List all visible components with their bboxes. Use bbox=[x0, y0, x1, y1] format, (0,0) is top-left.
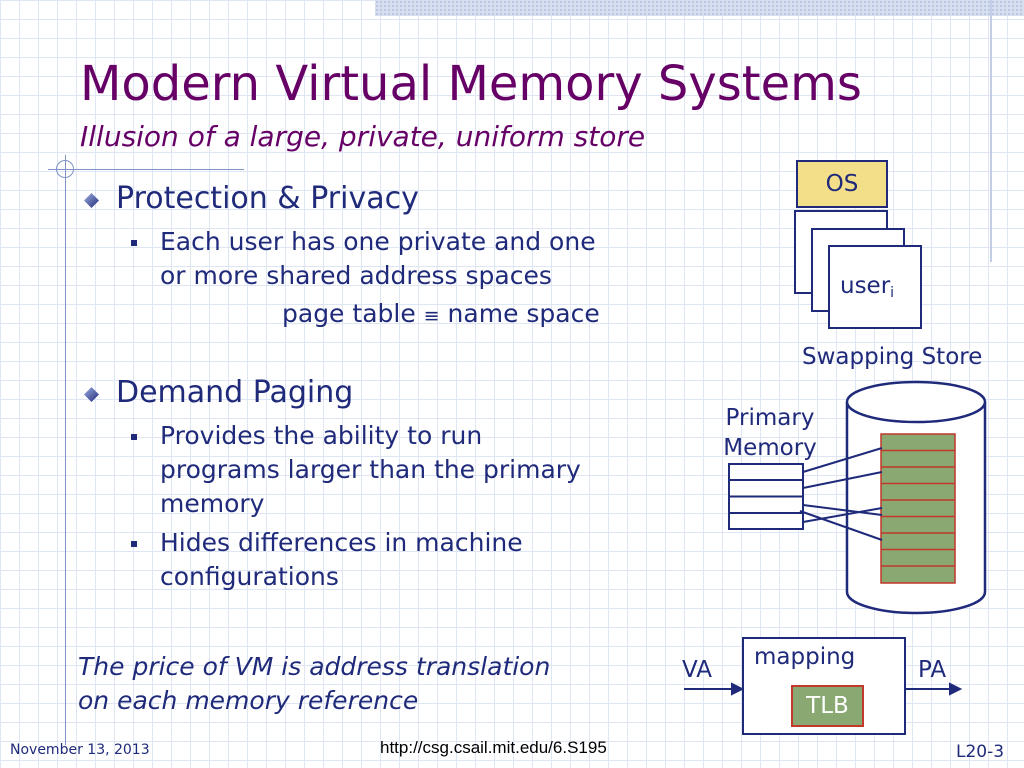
vm-cost-footnote: The price of VM is address translation o… bbox=[78, 652, 551, 715]
diamond-bullet-icon bbox=[84, 193, 99, 208]
va-label: VA bbox=[682, 657, 712, 683]
page-table-note: page table ≡ name space bbox=[282, 299, 600, 328]
user-space-box-front: useri bbox=[828, 245, 922, 329]
footer-date: November 13, 2013 bbox=[10, 742, 150, 758]
user-subscript: i bbox=[890, 285, 895, 302]
va-arrow-head bbox=[731, 682, 745, 696]
pa-arrow-head bbox=[949, 682, 963, 696]
slide-title: Modern Virtual Memory Systems bbox=[80, 56, 862, 112]
mapping-label: mapping bbox=[754, 644, 856, 670]
user-label: user bbox=[840, 273, 891, 299]
sub-bullet-address-spaces: Each user has one private and one or mor… bbox=[160, 227, 596, 290]
sub-bullet-machine-configs: Hides differences in machine configurati… bbox=[160, 528, 523, 591]
square-bullet-icon bbox=[131, 240, 137, 246]
square-bullet-icon bbox=[131, 541, 137, 547]
slide-subtitle: Illusion of a large, private, uniform st… bbox=[80, 120, 646, 153]
top-decor-band bbox=[375, 0, 1024, 16]
primary-memory-label: Primary Memory bbox=[723, 405, 817, 461]
tlb-box: TLB bbox=[791, 685, 864, 727]
disk-pages-stack bbox=[880, 433, 956, 584]
sub-bullet-larger-programs: Provides the ability to run programs lar… bbox=[160, 421, 581, 518]
square-bullet-icon bbox=[131, 434, 137, 440]
os-box: OS bbox=[796, 160, 888, 208]
title-underline-rule bbox=[48, 169, 244, 170]
bullet-protection-privacy: Protection & Privacy bbox=[116, 181, 419, 216]
diamond-bullet-icon bbox=[84, 387, 99, 402]
slide-number: L20-3 bbox=[956, 742, 1005, 762]
swapping-store-label: Swapping Store bbox=[802, 344, 983, 370]
right-decor-rule bbox=[990, 0, 992, 262]
footer-url: http://csg.csail.mit.edu/6.S195 bbox=[380, 738, 607, 757]
equivalence-symbol: ≡ bbox=[423, 305, 440, 327]
left-vertical-rule bbox=[65, 155, 66, 745]
bullet-demand-paging: Demand Paging bbox=[116, 375, 354, 410]
crosshair-decor-icon bbox=[56, 160, 74, 178]
primary-memory-frames bbox=[728, 463, 804, 530]
pa-label: PA bbox=[918, 657, 947, 683]
